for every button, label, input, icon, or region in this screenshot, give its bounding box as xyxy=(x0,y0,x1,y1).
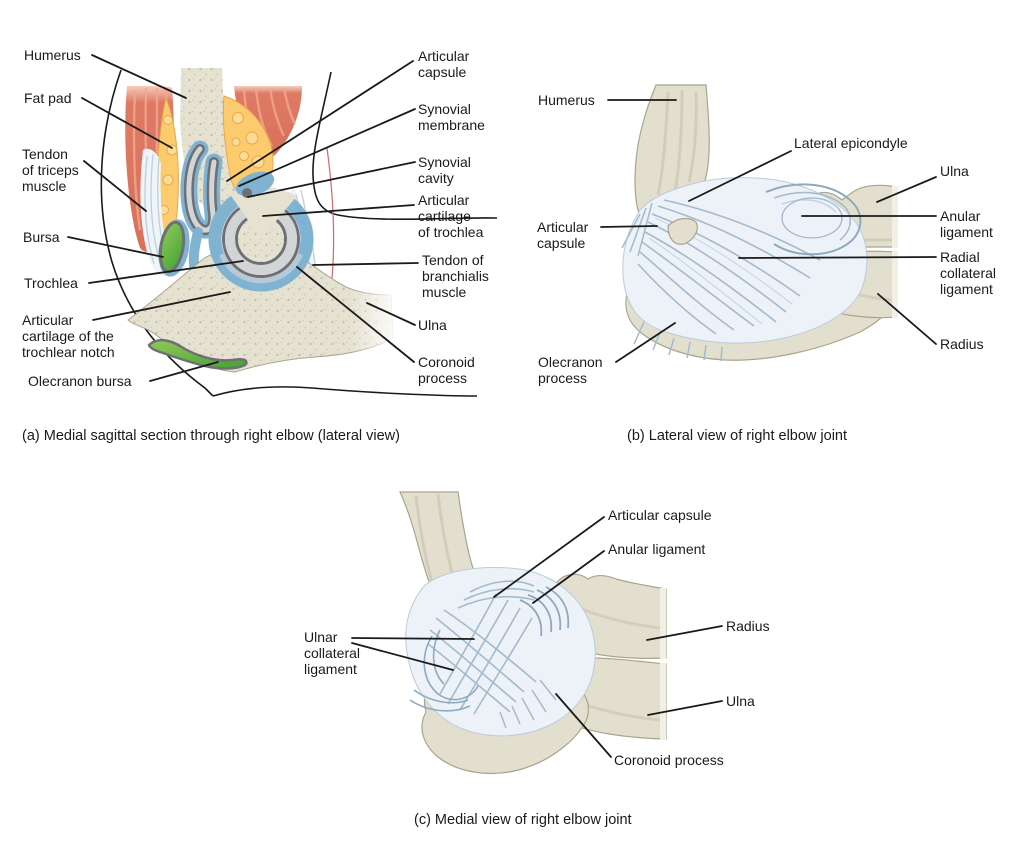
label-a-articular-cartilage-of-the-trochlear-notch: Articular cartilage of the trochlear not… xyxy=(22,312,115,360)
label-c-radius: Radius xyxy=(726,618,770,634)
ligament-fringe-c xyxy=(499,679,557,729)
caption-panel-a: (a) Medial sagittal section through righ… xyxy=(22,428,400,444)
label-a-ulna: Ulna xyxy=(418,317,447,333)
label-a-articular-capsule: Articular capsule xyxy=(418,48,470,80)
panel-b-drawing xyxy=(621,84,898,362)
bursa-shape xyxy=(158,219,190,277)
skin-inner-red-line xyxy=(326,147,335,297)
panel-c-drawing xyxy=(399,491,667,775)
label-b-lateral-epicondyle: Lateral epicondyle xyxy=(794,135,908,151)
label-b-anular-ligament: Anular ligament xyxy=(940,208,993,240)
label-c-anular-ligament: Anular ligament xyxy=(608,541,706,557)
caption-panel-c: (c) Medial view of right elbow joint xyxy=(414,812,632,828)
label-b-radial-collateral-ligament: Radial collateral ligament xyxy=(940,249,997,297)
leader-lines xyxy=(67,54,937,758)
label-a-bursa: Bursa xyxy=(23,229,60,245)
skin-outline xyxy=(100,69,498,397)
fat-pad-posterior xyxy=(222,95,274,198)
articular-capsule-bundle-c xyxy=(457,580,535,609)
caption-panel-b: (b) Lateral view of right elbow joint xyxy=(627,428,848,444)
olecranon-bursa-shape xyxy=(147,338,248,370)
label-b-radius: Radius xyxy=(940,336,984,352)
label-b-olecranon-process: Olecranon process xyxy=(538,354,603,386)
label-a-humerus: Humerus xyxy=(24,47,81,63)
olecranon-fossa-recess xyxy=(180,140,223,279)
label-b-articular-capsule: Articular capsule xyxy=(537,219,589,251)
label-c-articular-capsule: Articular capsule xyxy=(608,507,712,523)
label-a-olecranon-bursa: Olecranon bursa xyxy=(28,373,132,389)
label-b-humerus: Humerus xyxy=(538,92,595,108)
anular-ligament-wrap-c xyxy=(519,586,570,637)
ulna-bone-a xyxy=(127,253,400,373)
label-a-fat-pad: Fat pad xyxy=(24,90,72,106)
synovial-cavity-shape xyxy=(242,188,252,198)
label-a-trochlea: Trochlea xyxy=(24,275,78,291)
panel-a-drawing xyxy=(100,68,498,397)
label-a-synovial-cavity: Synovial cavity xyxy=(418,154,471,186)
label-c-ulna: Ulna xyxy=(726,693,755,709)
label-a-tendon-of-branchialis-muscle: Tendon of branchialis muscle xyxy=(422,252,489,300)
ulnar-collateral-fan-c xyxy=(427,593,537,715)
label-a-articular-cartilage-of-trochlea: Articular cartilage of trochlea xyxy=(418,192,484,240)
capsule-fibers-b xyxy=(637,199,821,335)
ligament-mass-c xyxy=(405,567,596,737)
label-a-synovial-membrane: Synovial membrane xyxy=(418,101,485,133)
label-a-tendon-of-triceps-muscle: Tendon of triceps muscle xyxy=(22,146,79,194)
label-c-ulnar-collateral-ligament: Ulnar collateral ligament xyxy=(304,629,361,677)
trochlea-joint-rings xyxy=(208,171,314,292)
capsule-fringe-b xyxy=(621,202,723,362)
anular-ligament-arcs-b xyxy=(765,183,862,256)
label-c-coronoid-process: Coronoid process xyxy=(614,752,724,768)
ligament-swirl-knot-c xyxy=(409,629,479,712)
humerus-neck xyxy=(229,186,297,239)
lateral-epicondyle-shape xyxy=(667,217,698,245)
label-b-ulna: Ulna xyxy=(940,163,969,179)
label-a-coronoid-process: Coronoid process xyxy=(418,354,475,386)
